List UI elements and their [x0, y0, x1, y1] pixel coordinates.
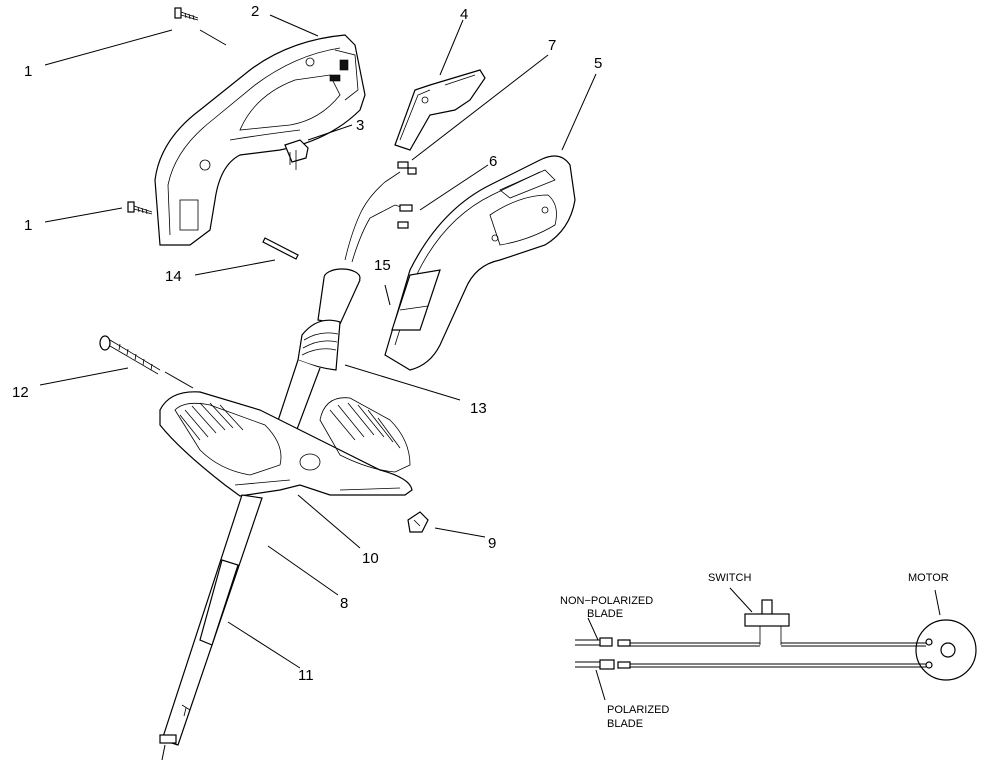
motor-symbol	[915, 619, 977, 681]
callout-5: 5	[594, 55, 602, 72]
part-8-11-lower-shaft	[159, 494, 263, 746]
switch-label: SWITCH	[708, 572, 751, 584]
callout-7: 7	[548, 37, 556, 54]
callout-numbers: 1 2 3 4 5 6 7 1 14 15 12 13 9 10 8 11	[12, 3, 602, 684]
part-15-label	[391, 269, 441, 331]
callout-10: 10	[362, 550, 379, 567]
polarized-blade-label-line1: POLARIZED	[607, 704, 669, 716]
polarized-blade-label-line2: BLADE	[607, 718, 643, 730]
callout-15: 15	[374, 257, 391, 274]
part-3-switch	[284, 139, 309, 170]
callout-14: 14	[165, 268, 182, 285]
leader-lines	[39, 14, 597, 761]
callout-3: 3	[356, 117, 364, 134]
wiring-schematic: SWITCH MOTOR NON−POLARIZED BLADE POLARIZ…	[560, 572, 977, 730]
part-5-handle-housing-right	[384, 155, 576, 371]
callout-13: 13	[470, 400, 487, 417]
switch-symbol	[744, 599, 790, 645]
callout-9: 9	[488, 535, 496, 552]
part-1-screw-lower	[127, 201, 153, 215]
callout-4: 4	[460, 6, 468, 23]
callout-1-lower: 1	[24, 217, 32, 234]
callout-2: 2	[251, 3, 259, 20]
non-polarized-blade-label-line1: NON−POLARIZED	[560, 595, 653, 607]
wiring-lines	[575, 637, 926, 670]
callout-6: 6	[489, 153, 497, 170]
part-10-d-handle	[159, 391, 413, 497]
callout-1-top: 1	[24, 63, 32, 80]
callout-12: 12	[12, 384, 29, 401]
part-9-clip	[407, 511, 429, 533]
part-1-screw-top	[174, 7, 199, 21]
part-14-pin	[262, 237, 299, 260]
part-4-trigger	[394, 69, 486, 151]
callout-8: 8	[340, 595, 348, 612]
motor-label: MOTOR	[908, 572, 949, 584]
part-6-7-wire-leads	[344, 161, 417, 263]
part-12-bolt	[99, 335, 161, 375]
non-polarized-blade-label-line2: BLADE	[587, 608, 623, 620]
part-2-handle-housing-left	[154, 34, 366, 246]
callout-11: 11	[298, 667, 314, 684]
